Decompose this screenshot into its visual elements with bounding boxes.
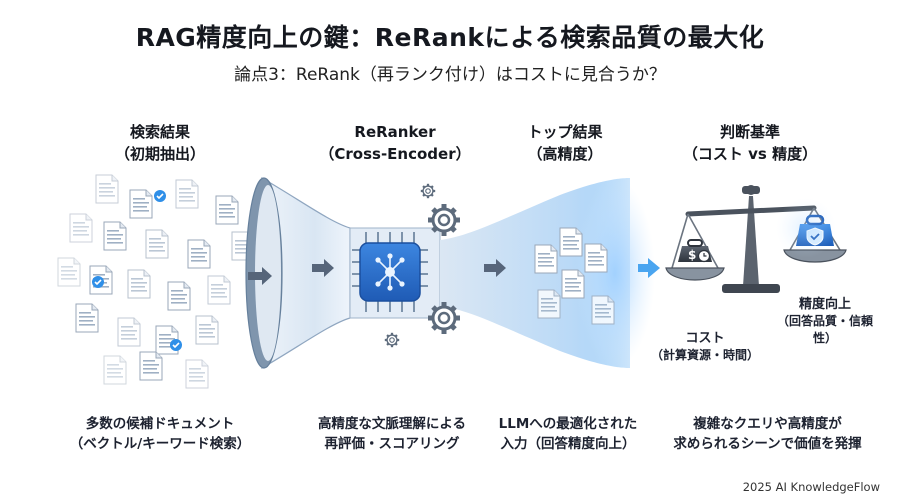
- cost-label: コスト: [685, 331, 725, 346]
- heading-criteria-sub: （コスト vs 精度）: [682, 145, 818, 163]
- caption-reranker: 高精度な文脈理解による 再評価・スコアリング: [292, 414, 492, 454]
- heading-top-results-sub: （高精度）: [527, 145, 603, 163]
- caption-reranker-line1: 高精度な文脈理解による: [317, 416, 467, 432]
- cost-detail: （計算資源・時間）: [650, 348, 759, 362]
- caption-criteria-line1: 複雑なクエリや高精度が: [693, 416, 842, 432]
- caption-search-results: 多数の候補ドキュメント （ベクトル/キーワード検索）: [55, 414, 265, 454]
- heading-search-results: 検索結果 （初期抽出）: [90, 121, 230, 165]
- svg-text:$: $: [688, 248, 696, 262]
- heading-criteria-title: 判断基準: [719, 123, 780, 141]
- document-cloud: [57, 174, 255, 389]
- funnel: [245, 176, 655, 370]
- heading-reranker: ReRanker （Cross-Encoder）: [310, 121, 480, 165]
- caption-criteria-line2: 求められるシーンで価値を発揮: [673, 436, 862, 452]
- precision-label: 精度向上: [798, 297, 851, 312]
- heading-top-results-title: トップ結果: [527, 123, 603, 141]
- footer-credit: 2025 AI KnowledgeFlow: [742, 480, 880, 494]
- caption-top-results: LLMへの最適化された 入力（回答精度向上）: [478, 414, 658, 454]
- heading-reranker-title: ReRanker: [354, 123, 436, 141]
- caption-criteria: 複雑なクエリや高精度が 求められるシーンで価値を発揮: [655, 414, 880, 454]
- balance-scale-icon: $: [665, 185, 847, 293]
- heading-search-results-sub: （初期抽出）: [114, 145, 205, 163]
- caption-reranker-line2: 再評価・スコアリング: [324, 436, 460, 452]
- cost-label-group: コスト （計算資源・時間）: [640, 330, 770, 364]
- caption-top-results-line1: LLMへの最適化された: [498, 416, 638, 432]
- heading-top-results: トップ結果 （高精度）: [495, 121, 635, 165]
- page-title: RAG精度向上の鍵：ReRankによる検索品質の最大化: [135, 23, 765, 52]
- page-subtitle: 論点3：ReRank（再ランク付け）はコストに見合うか？: [234, 65, 666, 85]
- precision-label-group: 精度向上 （回答品質・信頼性）: [770, 296, 880, 347]
- precision-detail: （回答品質・信頼性）: [776, 314, 873, 345]
- heading-search-results-title: 検索結果: [129, 123, 190, 141]
- caption-top-results-line2: 入力（回答精度向上）: [500, 436, 636, 452]
- caption-search-results-line2: （ベクトル/キーワード検索）: [69, 436, 251, 452]
- flow-arrows: [248, 258, 660, 285]
- heading-criteria: 判断基準 （コスト vs 精度）: [675, 121, 825, 165]
- ai-chip-icon: [352, 232, 428, 312]
- heading-reranker-sub: （Cross-Encoder）: [319, 145, 471, 163]
- caption-search-results-line1: 多数の候補ドキュメント: [85, 416, 235, 432]
